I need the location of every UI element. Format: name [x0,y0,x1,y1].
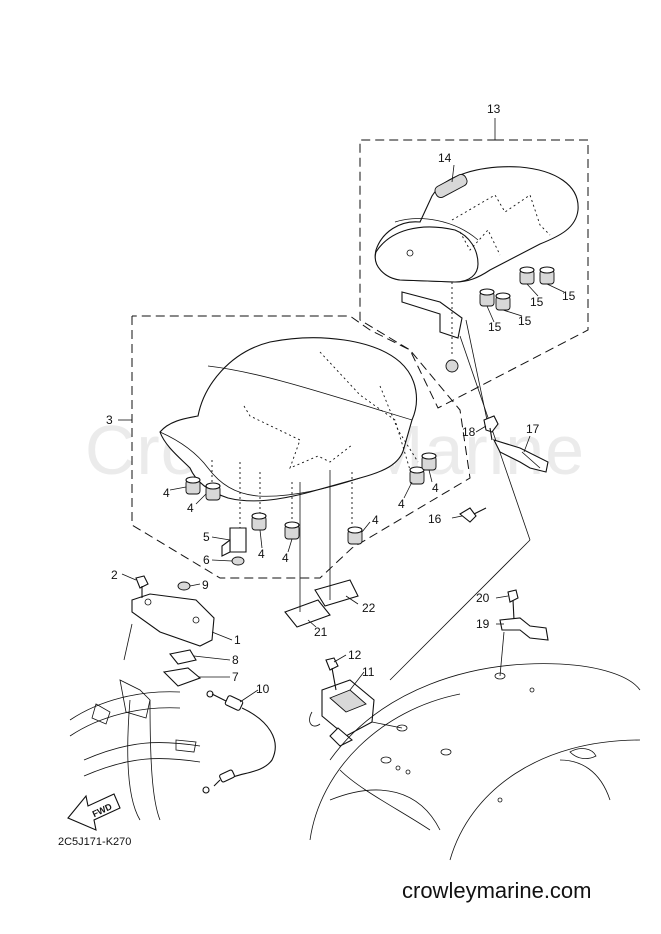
callout-21: 21 [314,625,328,639]
callout-4-g: 4 [432,481,439,495]
rear-seat [374,166,579,283]
callout-15-a: 15 [488,320,502,334]
callout-10: 10 [256,682,270,696]
callout-4-b: 4 [187,501,194,515]
seat-lock-cable [202,690,276,794]
callout-17: 17 [526,422,540,436]
front-seat-bracket [221,527,247,566]
callout-22: 22 [362,601,376,615]
callout-labels: 13 14 15 15 15 15 3 4 4 4 4 4 4 4 5 6 2 … [106,102,576,696]
callout-9: 9 [202,578,209,592]
callout-4-a: 4 [163,486,170,500]
callout-2: 2 [111,568,118,582]
lock-bracket [131,575,215,687]
callout-8: 8 [232,653,239,667]
fwd-arrow: FWD [67,793,121,831]
callout-15-d: 15 [562,289,576,303]
callout-11: 11 [362,665,375,679]
seat-pads [284,470,359,628]
callout-15-c: 15 [530,295,544,309]
seat-tag [434,174,468,198]
callout-7: 7 [232,670,239,684]
rear-seat-bracket [401,282,531,541]
rear-fender [309,539,641,861]
leader-lines [121,164,565,703]
frame-pipes [69,623,201,821]
bolt-16 [459,507,487,523]
callout-19: 19 [476,617,490,631]
seat-hook [483,415,549,473]
callout-4-c: 4 [258,547,265,561]
callout-20: 20 [476,591,490,605]
callout-4-e: 4 [372,513,379,527]
diagram-code: 2C5J171-K270 [58,836,132,848]
callout-12: 12 [348,648,362,662]
callout-18: 18 [462,425,476,439]
callout-13: 13 [487,102,501,116]
callout-5: 5 [203,530,210,544]
callout-6: 6 [203,553,210,567]
callout-15-b: 15 [518,314,532,328]
brand-link[interactable]: crowleymarine.com [402,878,592,903]
callout-4-d: 4 [282,551,289,565]
callout-1: 1 [234,633,241,647]
callout-3: 3 [106,413,113,427]
callout-16: 16 [428,512,442,526]
callout-14: 14 [438,151,452,165]
callout-4-f: 4 [398,497,405,511]
front-seat-group-frame [118,315,471,579]
rear-bracket [499,589,549,677]
rear-seat-group-frame [359,118,589,409]
